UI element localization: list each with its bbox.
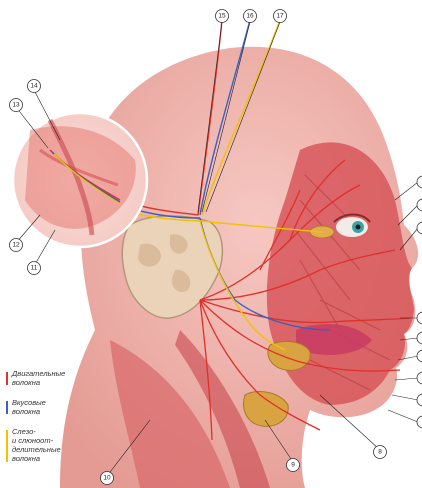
callout-15: 15 [216, 10, 229, 23]
callout-11-label: 11 [31, 265, 38, 272]
legend: Двигательные волокна Вкусовые волокна Сл… [7, 369, 65, 463]
legend-secretory-line4: волокна [12, 454, 40, 463]
callout-16: 16 [244, 10, 257, 23]
legend-taste-line2: волокна [12, 407, 40, 416]
callout-10: 10 [101, 472, 114, 485]
legend-secretory-line2: и слюноот- [12, 436, 54, 445]
callout-13-label: 13 [12, 102, 20, 109]
callout-12: 12 [10, 239, 23, 252]
callout-14-label: 14 [30, 83, 38, 90]
pupil [356, 225, 361, 230]
callout-17-label: 17 [276, 13, 284, 20]
legend-motor-line1: Двигательные [11, 369, 65, 378]
callout-12-label: 12 [12, 242, 20, 249]
legend-taste: Вкусовые волокна [7, 398, 46, 416]
legend-secretory-line3: делительные [12, 445, 61, 454]
legend-motor: Двигательные волокна [7, 369, 65, 387]
callout-8-label: 8 [378, 449, 382, 456]
callout-10-label: 10 [103, 475, 111, 482]
legend-motor-line2: волокна [12, 378, 40, 387]
callout-13: 13 [10, 99, 23, 112]
legend-taste-line1: Вкусовые [12, 398, 46, 407]
right-edge-markers [417, 176, 422, 428]
callout-14: 14 [28, 80, 41, 93]
callout-17: 17 [274, 10, 287, 23]
callout-16-label: 16 [246, 13, 254, 20]
legend-secretory: Слезо- и слюноот- делительные волокна [7, 427, 61, 463]
callout-9: 9 [287, 459, 300, 472]
callout-11: 11 [28, 262, 41, 275]
callout-8: 8 [374, 446, 387, 459]
callout-15-label: 15 [218, 13, 226, 20]
callout-9-label: 9 [291, 462, 295, 469]
inset-magnification [13, 113, 147, 247]
legend-secretory-line1: Слезо- [12, 427, 36, 436]
